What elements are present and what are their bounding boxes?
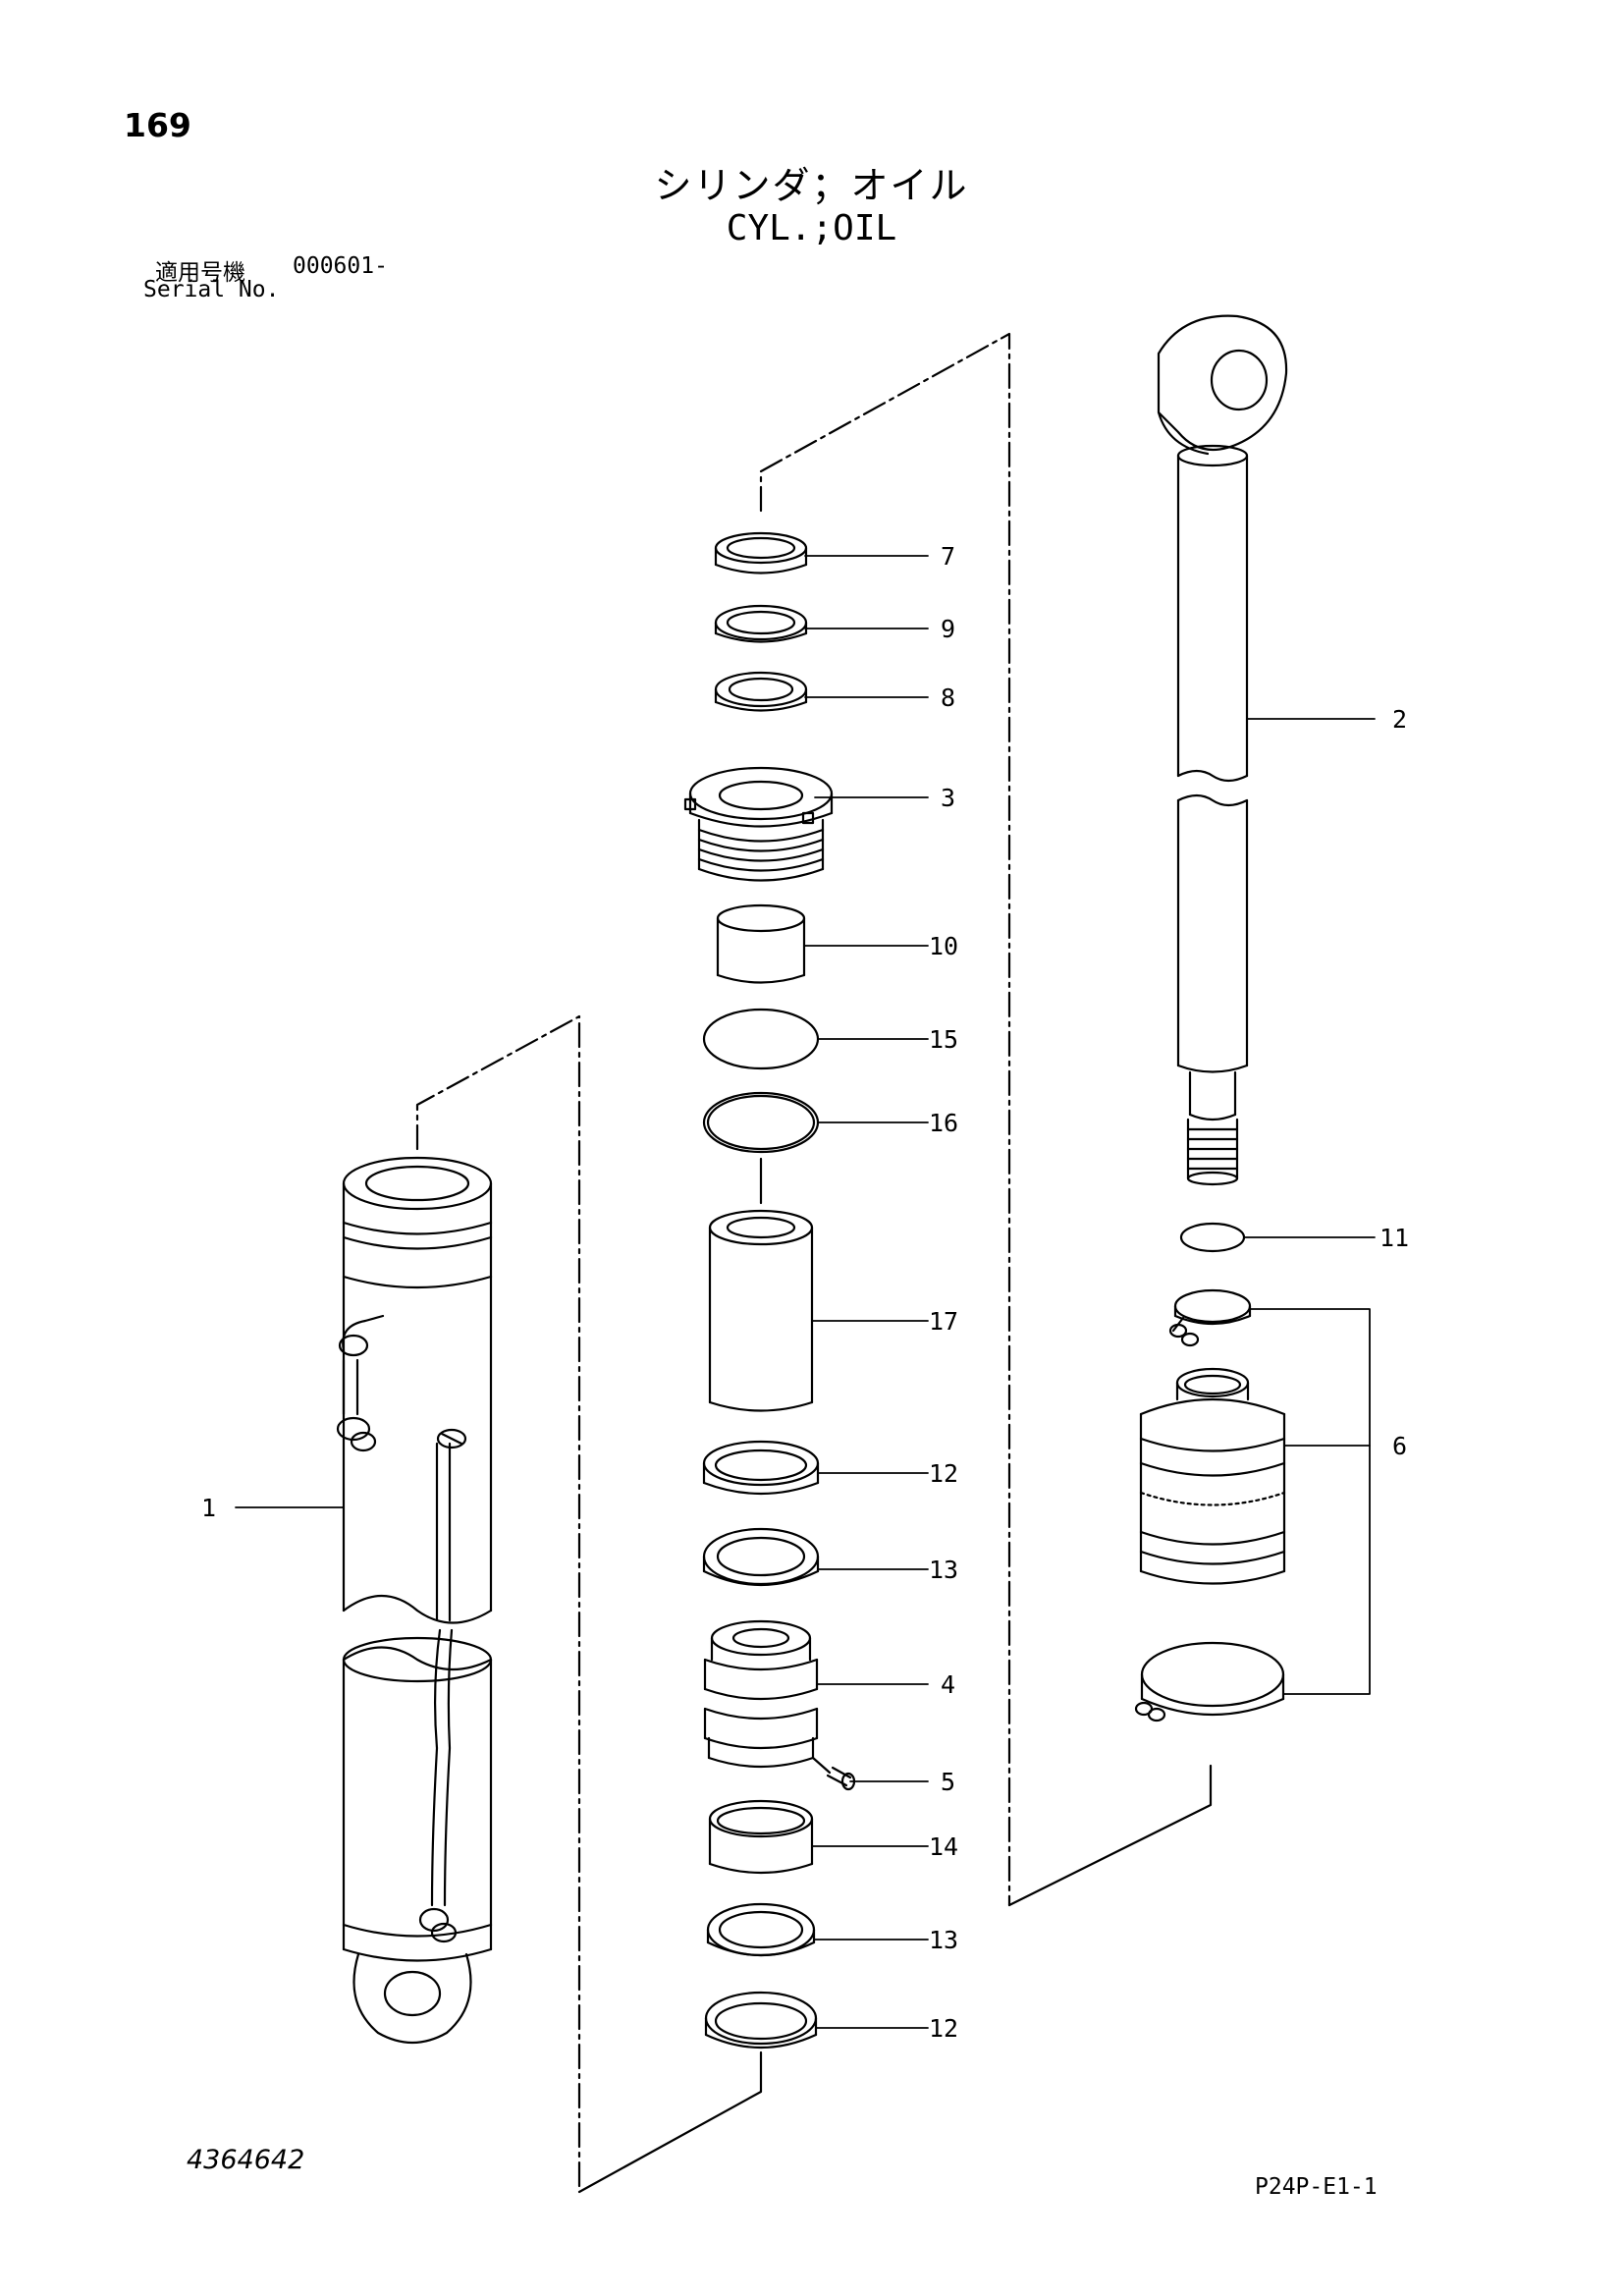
o-ring-15 [702, 1008, 820, 1070]
sheet-code: P24P-E1-1 [1255, 2174, 1378, 2200]
callout-13-upper: 13 [929, 1556, 958, 1584]
slide-ring-lower [706, 1902, 816, 1957]
leader-lines [235, 555, 1376, 2029]
callout-3: 3 [941, 784, 955, 812]
piston [703, 1619, 819, 1769]
piston-rod [1157, 314, 1288, 1186]
callout-10: 10 [929, 932, 958, 960]
drawing-number: 4364642 [187, 2145, 305, 2175]
seal-group-bracket-lower [415, 1014, 763, 2194]
callout-5: 5 [941, 1768, 955, 1796]
cylinder-tube [336, 1156, 493, 2044]
callout-17: 17 [929, 1307, 958, 1336]
seal-ring-14 [708, 1799, 814, 1875]
spacer-tube [708, 1157, 814, 1412]
wear-ring-lower [704, 1991, 818, 2049]
slide-ring-upper [702, 1527, 820, 1587]
callout-1: 1 [201, 1494, 216, 1522]
callout-14: 14 [929, 1832, 958, 1861]
bushing [716, 903, 806, 984]
rod-boot [1134, 1288, 1286, 1722]
title-japanese: シリンダ；オイル [654, 164, 969, 207]
dust-seal [714, 531, 808, 574]
callout-11: 11 [1380, 1224, 1409, 1252]
callout-12-upper: 12 [929, 1459, 958, 1488]
wear-ring-upper [702, 1440, 820, 1496]
o-ring-16 [702, 1091, 820, 1154]
o-ring-11 [1179, 1222, 1246, 1253]
callout-16: 16 [929, 1109, 958, 1137]
callout-13-lower: 13 [929, 1926, 958, 1954]
set-screw [811, 1756, 856, 1791]
callout-2: 2 [1392, 705, 1407, 734]
callout-12-lower: 12 [929, 2014, 958, 2043]
cylinder-head [683, 766, 834, 882]
serial-label-japanese: 適用号機 [155, 260, 245, 286]
callout-8: 8 [941, 683, 955, 712]
callout-7: 7 [941, 542, 955, 571]
callout-15: 15 [929, 1025, 958, 1054]
serial-number-value: 000601- [293, 253, 388, 279]
seal-group-bracket-upper [759, 332, 1213, 1907]
callout-6: 6 [1392, 1432, 1407, 1460]
callout-9: 9 [941, 615, 955, 643]
backup-ring [714, 604, 808, 643]
title-english: CYL.;OIL [726, 208, 897, 248]
serial-label-english: Serial No. [143, 277, 280, 302]
page-number: 169 [124, 106, 191, 144]
callout-4: 4 [941, 1670, 955, 1699]
rod-seal [714, 671, 808, 712]
